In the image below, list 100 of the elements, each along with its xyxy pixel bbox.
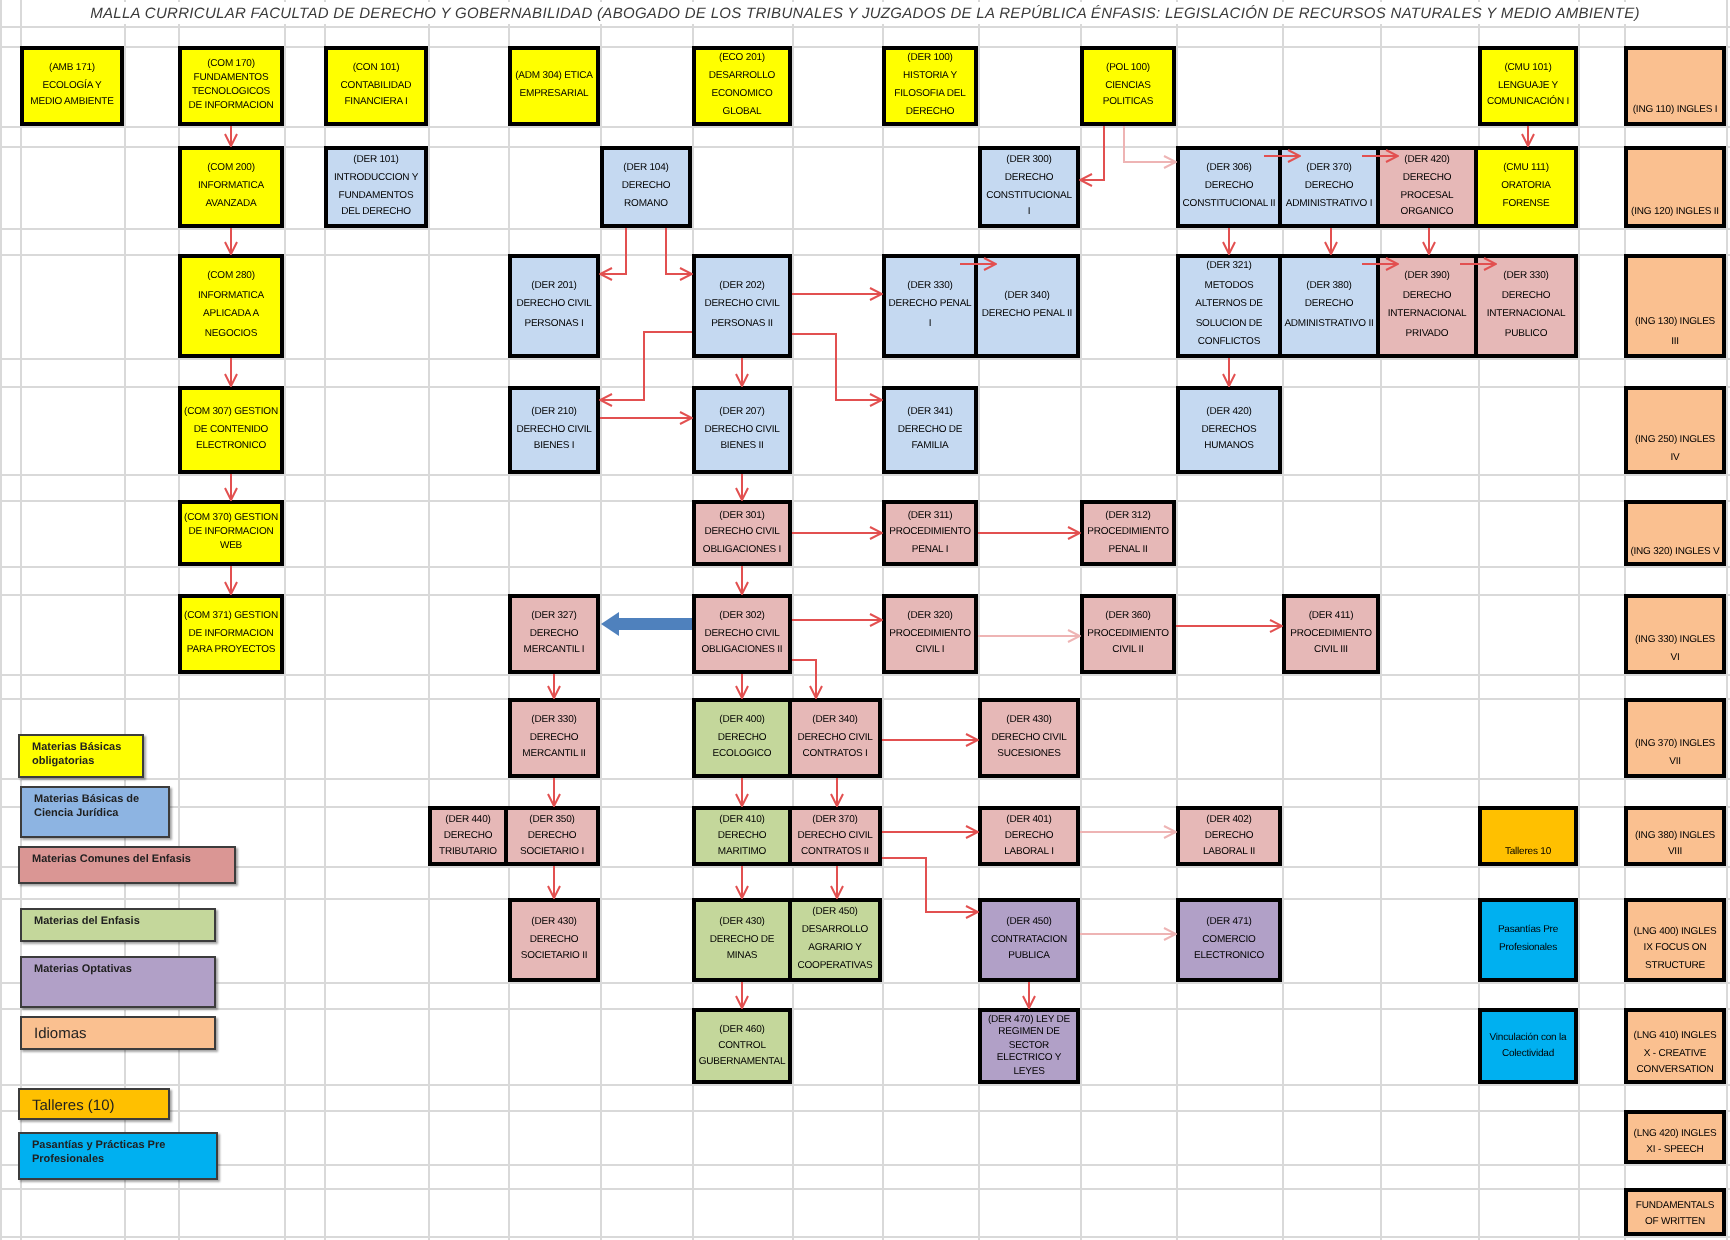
course-card <box>508 46 600 126</box>
block-arrow <box>601 612 692 636</box>
course-card <box>692 1008 792 1084</box>
arrow <box>830 865 844 899</box>
course-card <box>692 806 792 866</box>
course-card <box>978 898 1080 982</box>
arrow <box>881 857 979 919</box>
arrow <box>881 825 979 839</box>
course-card <box>178 594 284 674</box>
course-card <box>882 254 978 358</box>
arrow <box>735 865 749 899</box>
course-card <box>1624 806 1726 866</box>
course-card <box>692 898 792 982</box>
course-card <box>1176 898 1282 982</box>
course-card <box>1478 898 1578 982</box>
course-card <box>1478 806 1578 866</box>
course-card <box>1624 594 1726 674</box>
arrow <box>1361 149 1399 163</box>
course-card <box>692 254 792 358</box>
course-card <box>1624 254 1726 358</box>
course-card <box>508 386 600 474</box>
course-card <box>1478 1008 1578 1084</box>
course-card <box>508 806 600 866</box>
arrow <box>1222 227 1236 255</box>
arrow <box>735 673 749 699</box>
course-card <box>508 254 600 358</box>
arrow <box>1022 981 1036 1009</box>
arrow <box>224 125 238 147</box>
course-card <box>1380 146 1478 228</box>
arrow <box>735 565 749 595</box>
course-card <box>1624 146 1726 228</box>
arrow <box>791 526 883 540</box>
course-card <box>178 386 284 474</box>
arrow <box>1123 125 1177 169</box>
arrow <box>599 227 627 281</box>
arrow <box>791 287 883 301</box>
course-card <box>1176 806 1282 866</box>
arrow <box>1222 357 1236 387</box>
course-card <box>692 386 792 474</box>
arrow <box>599 411 693 425</box>
course-card <box>1080 46 1176 126</box>
course-card <box>1624 898 1726 982</box>
arrow <box>735 357 749 387</box>
arrow <box>547 673 561 699</box>
arrow <box>1422 227 1436 255</box>
arrow <box>830 777 844 807</box>
arrow <box>1361 257 1399 271</box>
arrow <box>1521 125 1535 147</box>
arrow <box>881 733 979 747</box>
course-card <box>882 386 978 474</box>
course-card <box>978 698 1080 778</box>
arrow <box>1079 825 1177 839</box>
course-card <box>1478 254 1578 358</box>
arrow <box>791 659 823 699</box>
course-card <box>1624 698 1726 778</box>
course-card <box>1080 594 1176 674</box>
arrow <box>1079 125 1105 187</box>
course-card <box>1176 254 1282 358</box>
course-card <box>600 146 692 228</box>
course-card <box>692 698 792 778</box>
arrow <box>1079 927 1177 941</box>
course-card <box>1282 146 1380 228</box>
arrow <box>791 613 883 627</box>
course-card <box>178 500 284 566</box>
course-card <box>1624 500 1726 566</box>
arrow <box>977 629 1081 643</box>
course-card <box>20 46 124 126</box>
course-card <box>1624 1008 1726 1084</box>
arrow <box>959 257 997 271</box>
course-card <box>1624 1110 1726 1164</box>
arrow <box>224 357 238 387</box>
arrow <box>735 473 749 501</box>
course-card <box>1176 386 1282 474</box>
arrow <box>665 227 693 281</box>
course-card <box>1624 386 1726 474</box>
arrow <box>224 565 238 595</box>
course-card <box>508 594 600 674</box>
course-card <box>178 254 284 358</box>
course-card <box>1282 254 1380 358</box>
course-card <box>1478 46 1578 126</box>
course-card <box>1478 146 1578 228</box>
arrow <box>1324 227 1338 255</box>
arrow <box>1459 257 1497 271</box>
arrow <box>547 865 561 899</box>
arrow <box>547 777 561 807</box>
course-card <box>178 46 284 126</box>
arrow <box>735 981 749 1009</box>
course-card <box>1624 46 1726 126</box>
course-card <box>978 806 1080 866</box>
arrow <box>1263 149 1301 163</box>
course-card <box>324 46 428 126</box>
course-card <box>1624 1188 1726 1236</box>
course-card <box>692 594 792 674</box>
course-card <box>508 698 600 778</box>
arrow <box>224 227 238 255</box>
arrow <box>599 331 693 407</box>
course-card <box>692 46 792 126</box>
arrow <box>224 473 238 501</box>
course-card <box>428 806 508 866</box>
arrow <box>735 777 749 807</box>
